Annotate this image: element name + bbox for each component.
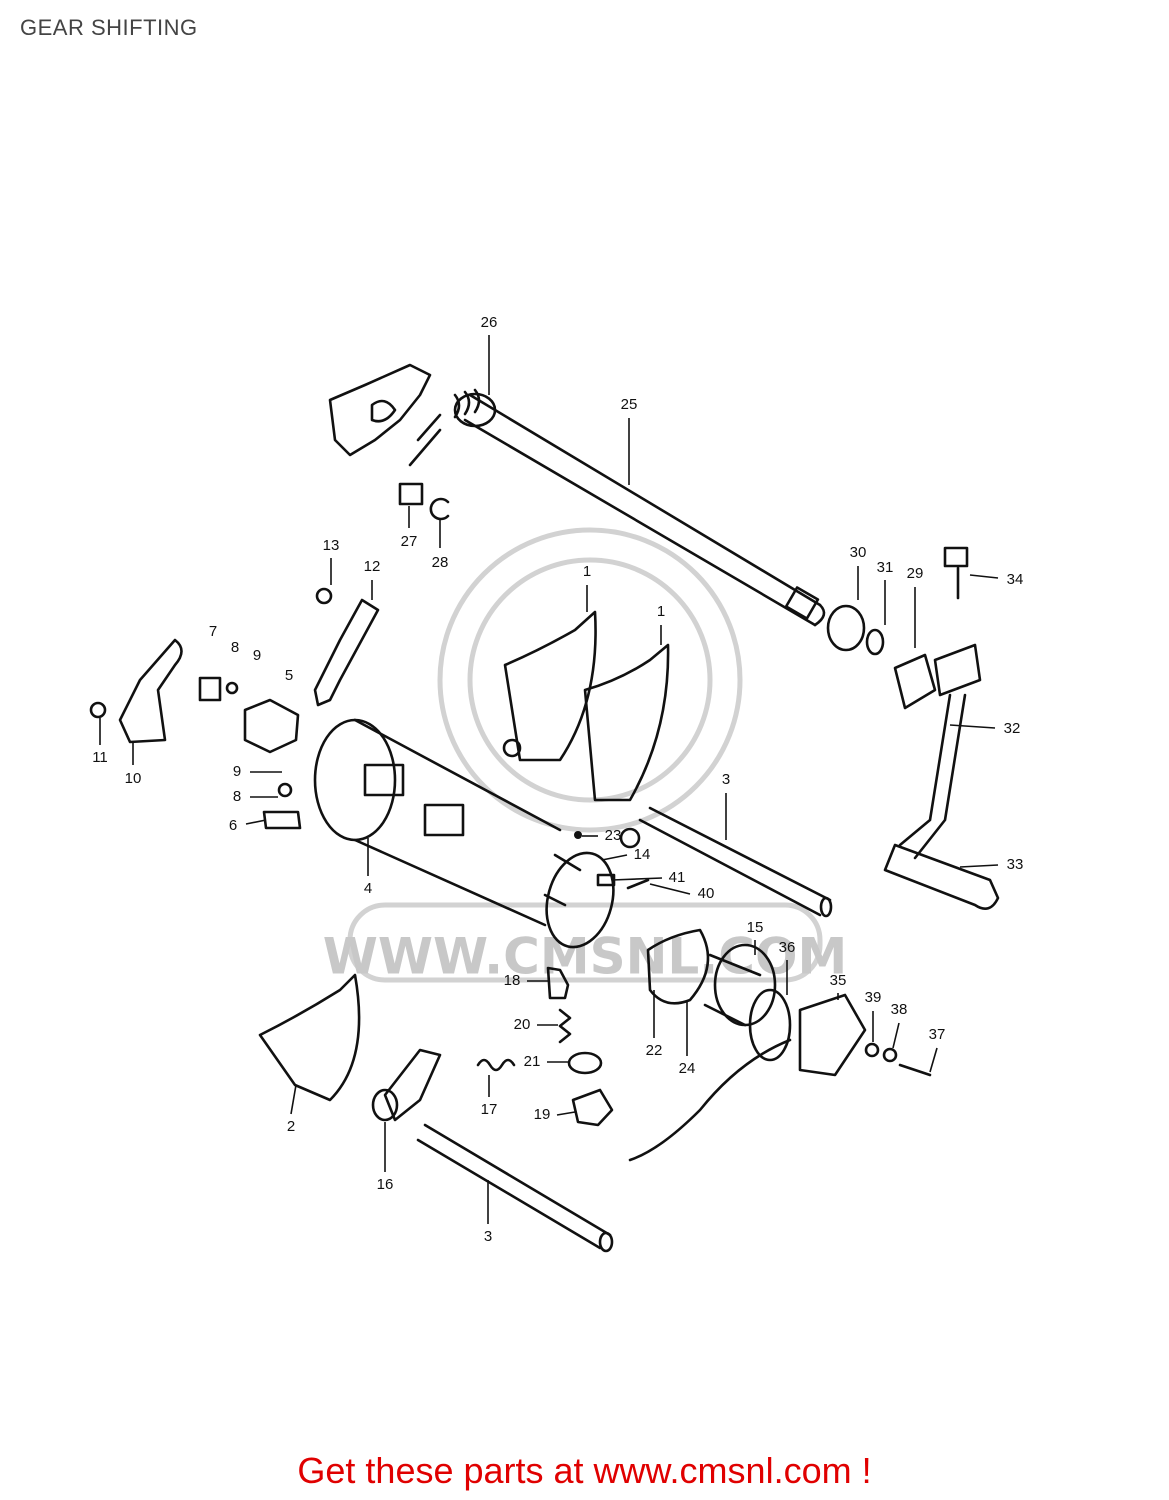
- part-gearshift-cam-4: [313, 718, 582, 927]
- part-cam-driver-5: [198, 676, 302, 830]
- part-shift-shaft: [328, 363, 826, 627]
- callout-18: 18: [504, 972, 521, 989]
- callout-1-right: 1: [657, 603, 665, 620]
- part-plate-12: [313, 587, 380, 707]
- part-fork-shaft-3: [416, 806, 833, 1253]
- callout-38: 38: [891, 1001, 908, 1018]
- callout-3-bottom: 3: [484, 1228, 492, 1245]
- callout-40: 40: [698, 885, 715, 902]
- part-circlip-14: [545, 831, 650, 949]
- exploded-parts-diagram: WWW.CMSNL.COM: [89, 314, 1023, 1253]
- callout-35: 35: [830, 972, 847, 989]
- callout-14: 14: [634, 846, 651, 863]
- callouts: 26 25 27 28 13 12 1 1 30 31 29 34 7 8 9 …: [92, 314, 1023, 1245]
- callout-9-bottom: 9: [233, 763, 241, 780]
- callout-20: 20: [514, 1016, 531, 1033]
- callout-33: 33: [1007, 856, 1024, 873]
- callout-34: 34: [1007, 571, 1024, 588]
- callout-21: 21: [524, 1053, 541, 1070]
- callout-7: 7: [209, 623, 217, 640]
- part-bearing-15: [646, 928, 792, 1062]
- callout-19: 19: [534, 1106, 551, 1123]
- page-title: GEAR SHIFTING: [20, 15, 198, 40]
- part-neutral-switch: [546, 966, 614, 1127]
- part-shift-pedal: [826, 546, 1000, 910]
- callout-15: 15: [747, 919, 764, 936]
- callout-6: 6: [229, 817, 237, 834]
- callout-41: 41: [669, 869, 686, 886]
- callout-2: 2: [287, 1118, 295, 1135]
- callout-22: 22: [646, 1042, 663, 1059]
- callout-9-top: 9: [253, 647, 261, 664]
- part-lever-16: [371, 1048, 516, 1122]
- footer-parts-link[interactable]: Get these parts at www.cmsnl.com !: [297, 1450, 872, 1491]
- callout-27: 27: [401, 533, 418, 550]
- callout-31: 31: [877, 559, 894, 576]
- callout-37: 37: [929, 1026, 946, 1043]
- callout-1-left: 1: [583, 563, 591, 580]
- part-switch-35: [628, 993, 932, 1162]
- part-fork-2: [258, 973, 361, 1102]
- callout-23: 23: [605, 827, 622, 844]
- callout-5: 5: [285, 667, 293, 684]
- callout-24: 24: [679, 1060, 696, 1077]
- callout-39: 39: [865, 989, 882, 1006]
- callout-36: 36: [779, 939, 796, 956]
- callout-10: 10: [125, 770, 142, 787]
- callout-12: 12: [364, 558, 381, 575]
- callout-32: 32: [1004, 720, 1021, 737]
- callout-28: 28: [432, 554, 449, 571]
- callout-11: 11: [92, 749, 108, 766]
- watermark-text: WWW.CMSNL.COM: [323, 928, 848, 986]
- part-shift-forks-1: [502, 610, 670, 849]
- callout-8-bottom: 8: [233, 788, 241, 805]
- callout-25: 25: [621, 396, 638, 413]
- callout-26: 26: [481, 314, 498, 331]
- callout-16: 16: [377, 1176, 394, 1193]
- part-bolt-27-clip-28: [398, 482, 450, 521]
- callout-30: 30: [850, 544, 867, 561]
- callout-8-top: 8: [231, 639, 239, 656]
- callout-4: 4: [364, 880, 372, 897]
- callout-13: 13: [323, 537, 340, 554]
- callout-3-top: 3: [722, 771, 730, 788]
- callout-29: 29: [907, 565, 924, 582]
- callout-17: 17: [481, 1101, 498, 1118]
- part-bracket-10: [89, 638, 183, 744]
